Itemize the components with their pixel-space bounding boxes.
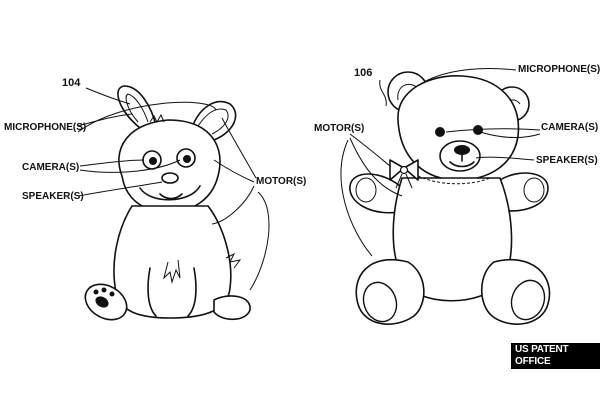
rabbit-motor-label: MOTOR(S) xyxy=(256,176,306,187)
rabbit-speaker-label: SPEAKER(S) xyxy=(22,191,84,202)
bear-speaker-label: SPEAKER(S) xyxy=(536,155,598,166)
bear-nose xyxy=(454,145,470,155)
bear-left-eye xyxy=(435,127,445,137)
rabbit-nose xyxy=(161,172,179,184)
rabbit-camera-label: CAMERA(S) xyxy=(22,162,79,173)
rabbit-leader-lines xyxy=(77,87,270,291)
rabbit-microphone-label: MICROPHONE(S) xyxy=(4,122,86,133)
bear-microphone-label: MICROPHONE(S) xyxy=(518,64,600,75)
bear-figure xyxy=(349,71,551,325)
credit-badge: US PATENT OFFICE xyxy=(511,343,600,369)
bear-body xyxy=(392,177,513,302)
bear-camera-label: CAMERA(S) xyxy=(541,122,598,133)
bear-muzzle xyxy=(439,140,481,172)
rabbit-figure xyxy=(84,85,251,321)
bear-motor-label: MOTOR(S) xyxy=(314,123,364,134)
bear-head xyxy=(397,75,520,181)
bear-leader-lines xyxy=(340,68,541,257)
bow-tie xyxy=(389,159,419,181)
rabbit-body xyxy=(113,205,232,319)
bear-figure-number: 106 xyxy=(354,67,372,79)
rabbit-figure-number: 104 xyxy=(62,77,81,89)
